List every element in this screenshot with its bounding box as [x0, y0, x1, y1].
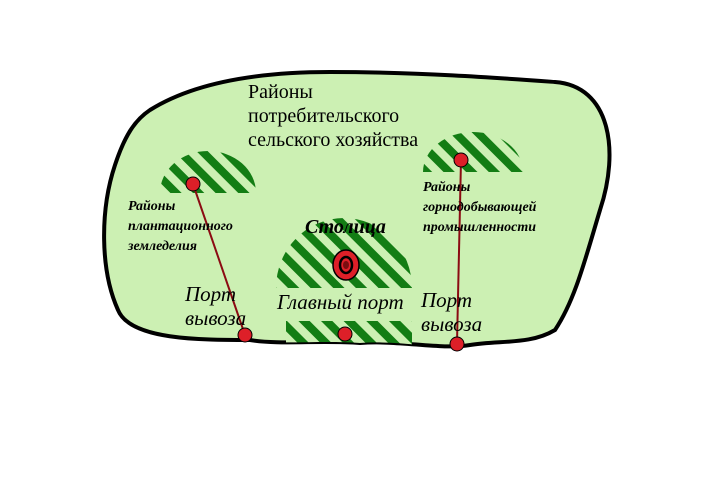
capital-label: Столица [305, 216, 386, 238]
mining-node [453, 152, 469, 168]
plantation-region-label: Районы плантационного земледелия [127, 199, 236, 254]
main-port-label: Главный порт [276, 290, 404, 314]
mining-zone [423, 132, 523, 172]
route-left [192, 183, 246, 336]
capital-marker [332, 249, 360, 281]
mining-region-label: Районы горнодобывающей промышленности [423, 180, 540, 235]
export-port-left-label: Порт вывоза [184, 282, 246, 330]
plantation-zone [160, 151, 256, 193]
consumer-region-label: Районы потребительского сельского хозяйс… [248, 81, 418, 151]
main-port-node [337, 326, 353, 342]
route-right [456, 159, 462, 344]
plantation-node [185, 176, 201, 192]
export-port-right-label: Порт вывоза [420, 288, 482, 336]
export-port-right-node [449, 336, 465, 352]
export-port-left-node [237, 327, 253, 343]
